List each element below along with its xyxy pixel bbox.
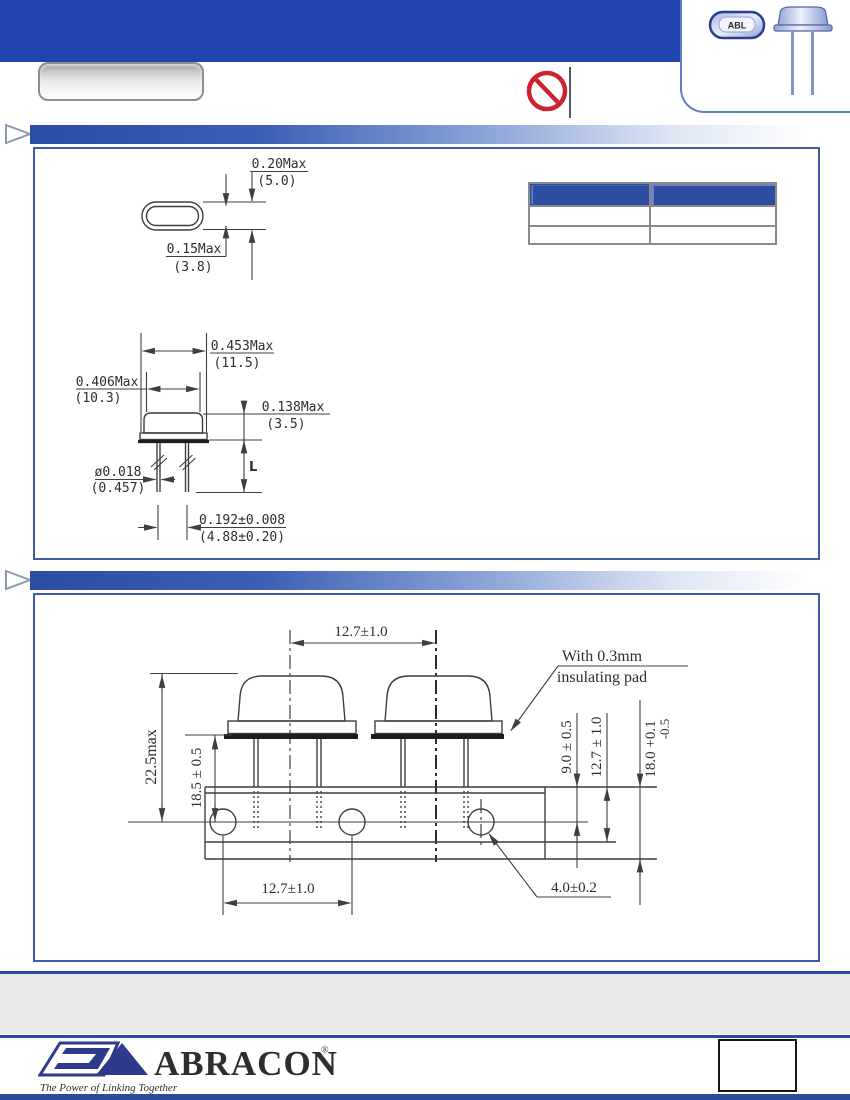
crystal-2 [371,675,504,829]
front-view-drawing: 0.453Max (11.5) 0.406Max (10.3) 0.138Max… [75,333,330,545]
svg-text:4.0±0.2: 4.0±0.2 [551,880,597,896]
dim-hole-diameter: 4.0±0.2 [488,833,611,898]
brand-tagline: The Power of Linking Together [40,1082,178,1094]
dim-lead-dia-in: ø0.018 [95,465,142,480]
dim-base-to-hole: 12.7 ± 1.0 [589,713,611,842]
dim-lead-dia-mm: (0.457) [91,481,146,496]
photo-label: ABL [728,21,747,31]
svg-text:12.7±1.0: 12.7±1.0 [261,881,314,897]
dim-pitch-top: 12.7±1.0 [290,624,436,647]
svg-text:-0.5: -0.5 [657,719,672,740]
top-view-drawing: 0.20Max (5.0) 0.15Max (3.8) [141,157,308,280]
dim-top-height-in: 0.20Max [252,157,307,172]
insulating-pad-note: With 0.3mm insulating pad [510,648,688,732]
section2-bullet-triangle-icon [5,569,33,591]
parameter-table [528,182,777,245]
table-row-divider-2 [530,225,775,227]
dim-base-width-mm: (11.5) [214,356,261,371]
footer-rule-bottom [0,1094,850,1100]
crystal-side-photo [773,6,833,95]
table-row-divider-1 [530,205,775,207]
footer-rule-top [0,971,850,975]
dim-top-height-mm: (5.0) [257,174,296,189]
svg-text:18.0 +0.1: 18.0 +0.1 [643,720,659,777]
brand-wordmark: ABRACON [154,1044,338,1083]
prohibition-icon [526,70,568,112]
svg-text:22.5max: 22.5max [143,729,160,785]
lead-length-label: L [249,460,257,475]
text-caret-line [569,67,571,118]
dim-overall-height: 22.5max [143,672,238,822]
dim-top-thick-in: 0.15Max [167,242,222,257]
section2-header-bar [30,571,850,590]
dim-body-height-mm: (3.5) [266,417,305,432]
section2-packaging-box [33,593,820,962]
dim-lead-spacing-in: 0.192±0.008 [199,513,285,528]
outline-drawing: 0.20Max (5.0) 0.15Max (3.8) [75,157,330,545]
dim-lead-spacing-mm: (4.88±0.20) [199,530,285,545]
dim-base-width-in: 0.453Max [211,339,274,354]
header-bar [0,0,680,62]
crystal-top-photo: ABL [708,10,766,40]
dim-top-to-hole: 9.0 ± 0.5 [559,713,581,868]
footer-rule-mid [0,1034,850,1038]
dim-body-width-in: 0.406Max [76,375,139,390]
note-line1: With 0.3mm [562,648,643,665]
svg-text:18.5 ± 0.5: 18.5 ± 0.5 [189,748,205,809]
section1-bullet-triangle-icon [5,123,33,145]
dim-top-thick-mm: (3.8) [173,260,212,275]
dim-crystal-height: 18.5 ± 0.5 [185,734,232,822]
svg-text:9.0 ± 0.5: 9.0 ± 0.5 [559,720,575,773]
svg-text:12.7 ± 1.0: 12.7 ± 1.0 [589,717,605,778]
crystal-1 [224,675,358,829]
dim-tape-width: 18.0 +0.1 -0.5 [636,700,672,905]
product-photos: ABL [708,6,833,95]
section1-header-bar [30,125,850,144]
dim-body-height-in: 0.138Max [262,400,325,415]
table-column-divider [649,184,651,243]
footer-gray-band [0,974,850,1034]
tape-packaging-drawing: 12.7±1.0 With 0.3mm insulating pad [128,624,688,915]
lead-left [791,31,794,95]
tape-band [128,786,657,860]
dim-body-width-mm: (10.3) [75,391,122,406]
table-header-cell-2 [651,184,775,205]
sprocket-hole-2 [338,808,366,836]
centerlines [289,630,482,862]
lead-right [811,31,814,95]
blank-tab-button [38,62,204,101]
dim-hole-pitch: 12.7±1.0 [222,836,353,915]
sprocket-hole-3 [467,808,495,836]
svg-text:12.7±1.0: 12.7±1.0 [334,624,387,640]
registered-mark: ® [321,1045,329,1056]
abracon-logo-mark [38,1041,148,1077]
revision-box [718,1039,797,1092]
sprocket-hole-1 [209,808,237,836]
note-line2: insulating pad [557,669,647,686]
abracon-logo: ABRACON ® The Power of Linking Together [38,1041,338,1094]
